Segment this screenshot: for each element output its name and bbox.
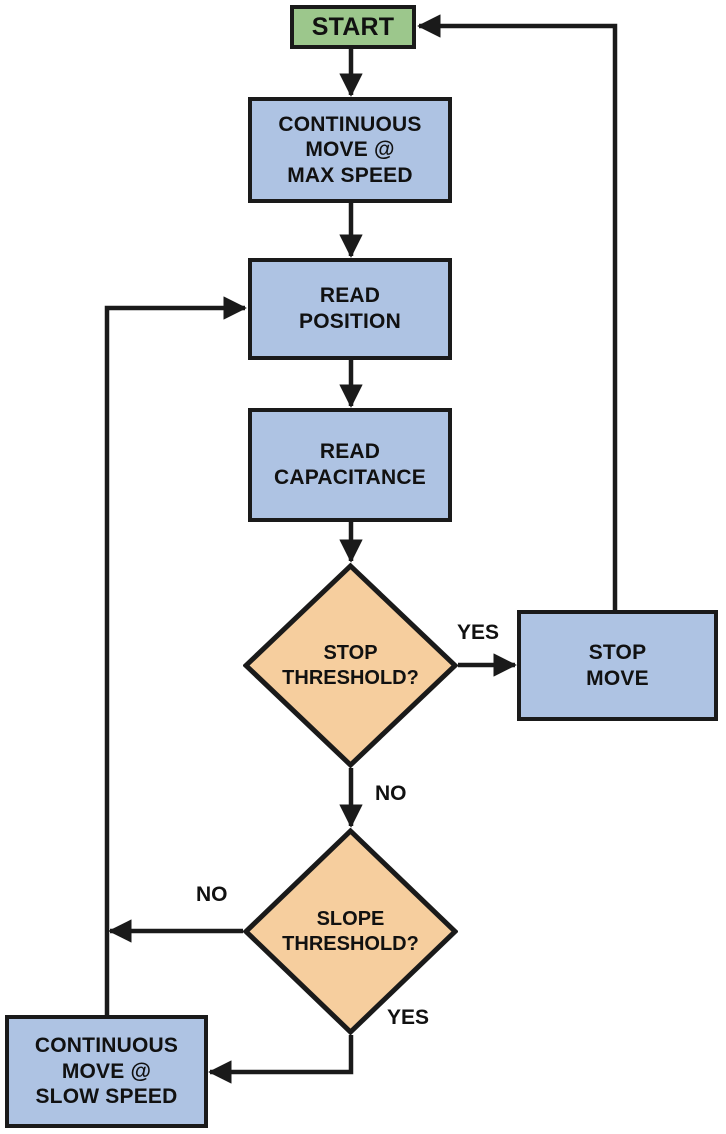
node-continuous-move-slow[interactable]: CONTINUOUS MOVE @ SLOW SPEED xyxy=(5,1015,208,1128)
node-read-position-label: READ POSITION xyxy=(299,284,401,333)
edge-label-no-slope-threshold: NO xyxy=(196,883,228,906)
node-stop-move[interactable]: STOP MOVE xyxy=(517,610,718,721)
node-continuous-move-max-label: CONTINUOUS MOVE @ MAX SPEED xyxy=(278,112,422,187)
node-continuous-move-slow-label: CONTINUOUS MOVE @ SLOW SPEED xyxy=(34,1034,179,1109)
edge-label-no-stop-threshold: NO xyxy=(375,782,407,805)
node-read-position[interactable]: READ POSITION xyxy=(248,258,452,360)
edge-left-rail-to-read-position xyxy=(104,296,247,931)
edge-label-yes-slope-threshold: YES xyxy=(387,1006,430,1029)
node-slope-threshold-label: SLOPE THRESHOLD? xyxy=(282,908,419,955)
node-read-capacitance[interactable]: READ CAPACITANCE xyxy=(248,408,452,522)
slope-threshold-shape xyxy=(243,828,458,1035)
edge-slope-yes-to-slow-move xyxy=(208,1035,354,1084)
node-read-capacitance-label: READ CAPACITANCE xyxy=(274,440,426,489)
node-stop-threshold-label: STOP THRESHOLD? xyxy=(282,642,419,689)
node-stop-move-label: STOP MOVE xyxy=(586,640,649,690)
node-slope-threshold[interactable]: SLOPE THRESHOLD? xyxy=(243,828,458,1035)
node-continuous-move-max[interactable]: CONTINUOUS MOVE @ MAX SPEED xyxy=(248,97,452,203)
edge-label-yes-stop-threshold: YES xyxy=(457,621,500,644)
node-start[interactable]: START xyxy=(290,5,416,49)
stop-threshold-shape xyxy=(243,563,458,768)
node-stop-threshold[interactable]: STOP THRESHOLD? xyxy=(243,563,458,768)
node-start-label: START xyxy=(311,12,395,41)
